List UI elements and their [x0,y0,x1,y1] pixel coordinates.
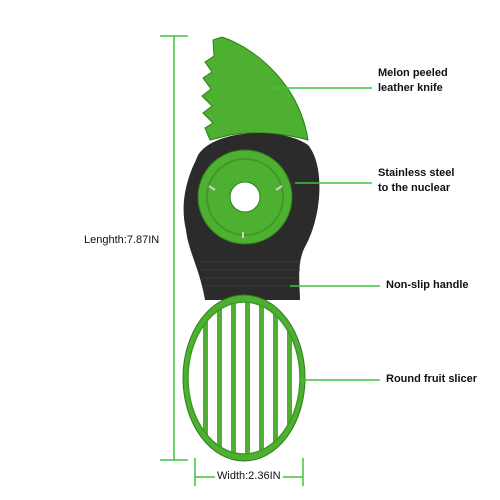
label-pitter-line2: to the nuclear [378,182,451,194]
label-pitter-line1: Stainless steel [378,167,455,179]
width-label: Width:2.36IN [215,470,283,482]
length-label: Lenghth:7.87IN [84,234,160,246]
length-dimension [160,35,188,461]
knife-blade [201,36,309,141]
leader-lines [270,87,380,381]
label-knife: Melon peeled leather knife [378,66,448,96]
slicer-wires [203,302,292,454]
label-handle-line1: Non-slip handle [386,279,469,291]
label-knife-line2: leather knife [378,82,443,94]
label-slicer: Round fruit slicer [386,372,477,387]
label-slicer-line1: Round fruit slicer [386,373,478,385]
grip-texture [200,261,300,287]
steel-teeth [208,185,283,238]
label-pitter: Stainless steel to the nuclear [378,166,454,196]
label-handle: Non-slip handle [386,278,469,293]
pitter-hole [229,181,261,213]
label-knife-line1: Melon peeled [378,67,448,79]
